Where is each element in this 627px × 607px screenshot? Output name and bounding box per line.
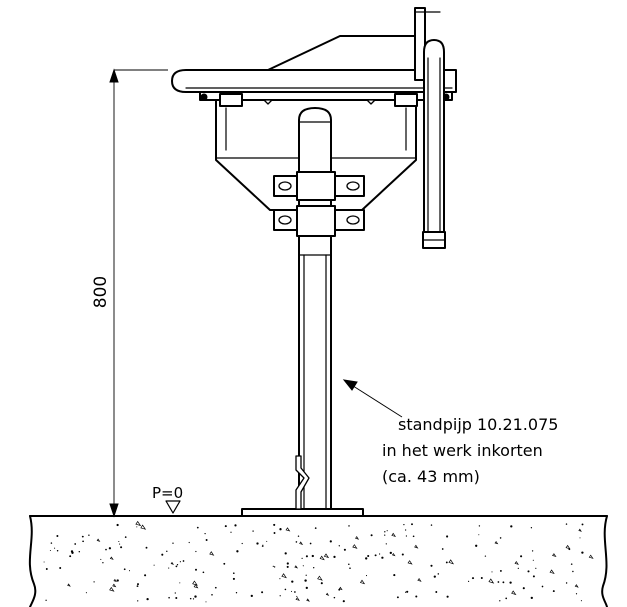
note-line-3: (ca. 43 mm) [382, 467, 480, 486]
base-plate [241, 508, 364, 517]
note-line-1: standpijp 10.21.075 [398, 415, 558, 434]
leader-arrow [342, 379, 403, 418]
seat-support-housing [215, 99, 417, 256]
level-marker: P=0 [152, 484, 183, 514]
dimension-800: 800 [91, 68, 168, 518]
dimension-label: 800 [91, 276, 111, 308]
seat [171, 35, 457, 107]
grab-handle [422, 39, 446, 249]
concrete-hatch [43, 520, 594, 603]
note-line-2: in het werk inkorten [382, 441, 543, 460]
level-label: P=0 [152, 484, 183, 502]
concrete-ground [28, 515, 608, 607]
